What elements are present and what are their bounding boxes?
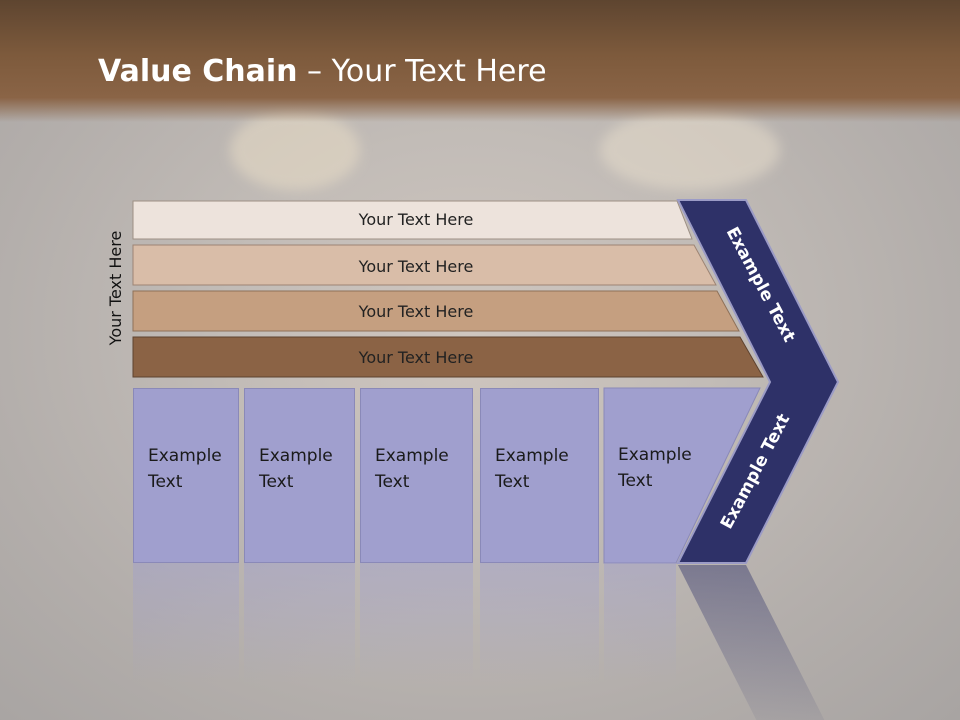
cell-4[interactable]: Example Text [480,388,599,563]
cell-2-line2: Text [259,472,294,492]
cell-1-line2: Text [148,472,183,492]
cell-3[interactable]: Example Text [360,388,473,563]
chevron-arrow[interactable] [676,199,840,564]
bar-2-label: Your Text Here [358,257,474,276]
cell-2-line1: Example [259,446,333,466]
slide-title[interactable]: Value Chain – Your Text Here [98,54,547,89]
bar-4-label: Your Text Here [358,348,474,367]
bar-2[interactable] [132,244,717,286]
cell-1-line1: Example [148,446,222,466]
cell-3-line1: Example [375,446,449,466]
bar-3-label: Your Text Here [358,302,474,321]
cell-2[interactable]: Example Text [244,388,355,563]
cell-4-line1: Example [495,446,569,466]
cell-5[interactable]: Example Text [604,388,704,563]
cell-4-line2: Text [495,472,530,492]
bar-4[interactable] [132,336,764,378]
hair-decoration [230,110,360,190]
hair-decoration [600,110,780,190]
bar-3[interactable] [132,290,740,332]
cell-5-line1: Example [618,445,692,465]
cell-1[interactable]: Example Text [133,388,239,563]
chevron-reflection [678,565,825,720]
title-rest: – Your Text Here [297,54,547,89]
title-bold: Value Chain [98,54,298,89]
cell-5-shape [603,387,761,564]
bar-1-label: Your Text Here [358,210,474,229]
bar-1[interactable] [132,200,693,240]
title-bar [0,0,960,122]
cell-3-line2: Text [375,472,410,492]
cell-5-line2: Text [618,471,653,491]
